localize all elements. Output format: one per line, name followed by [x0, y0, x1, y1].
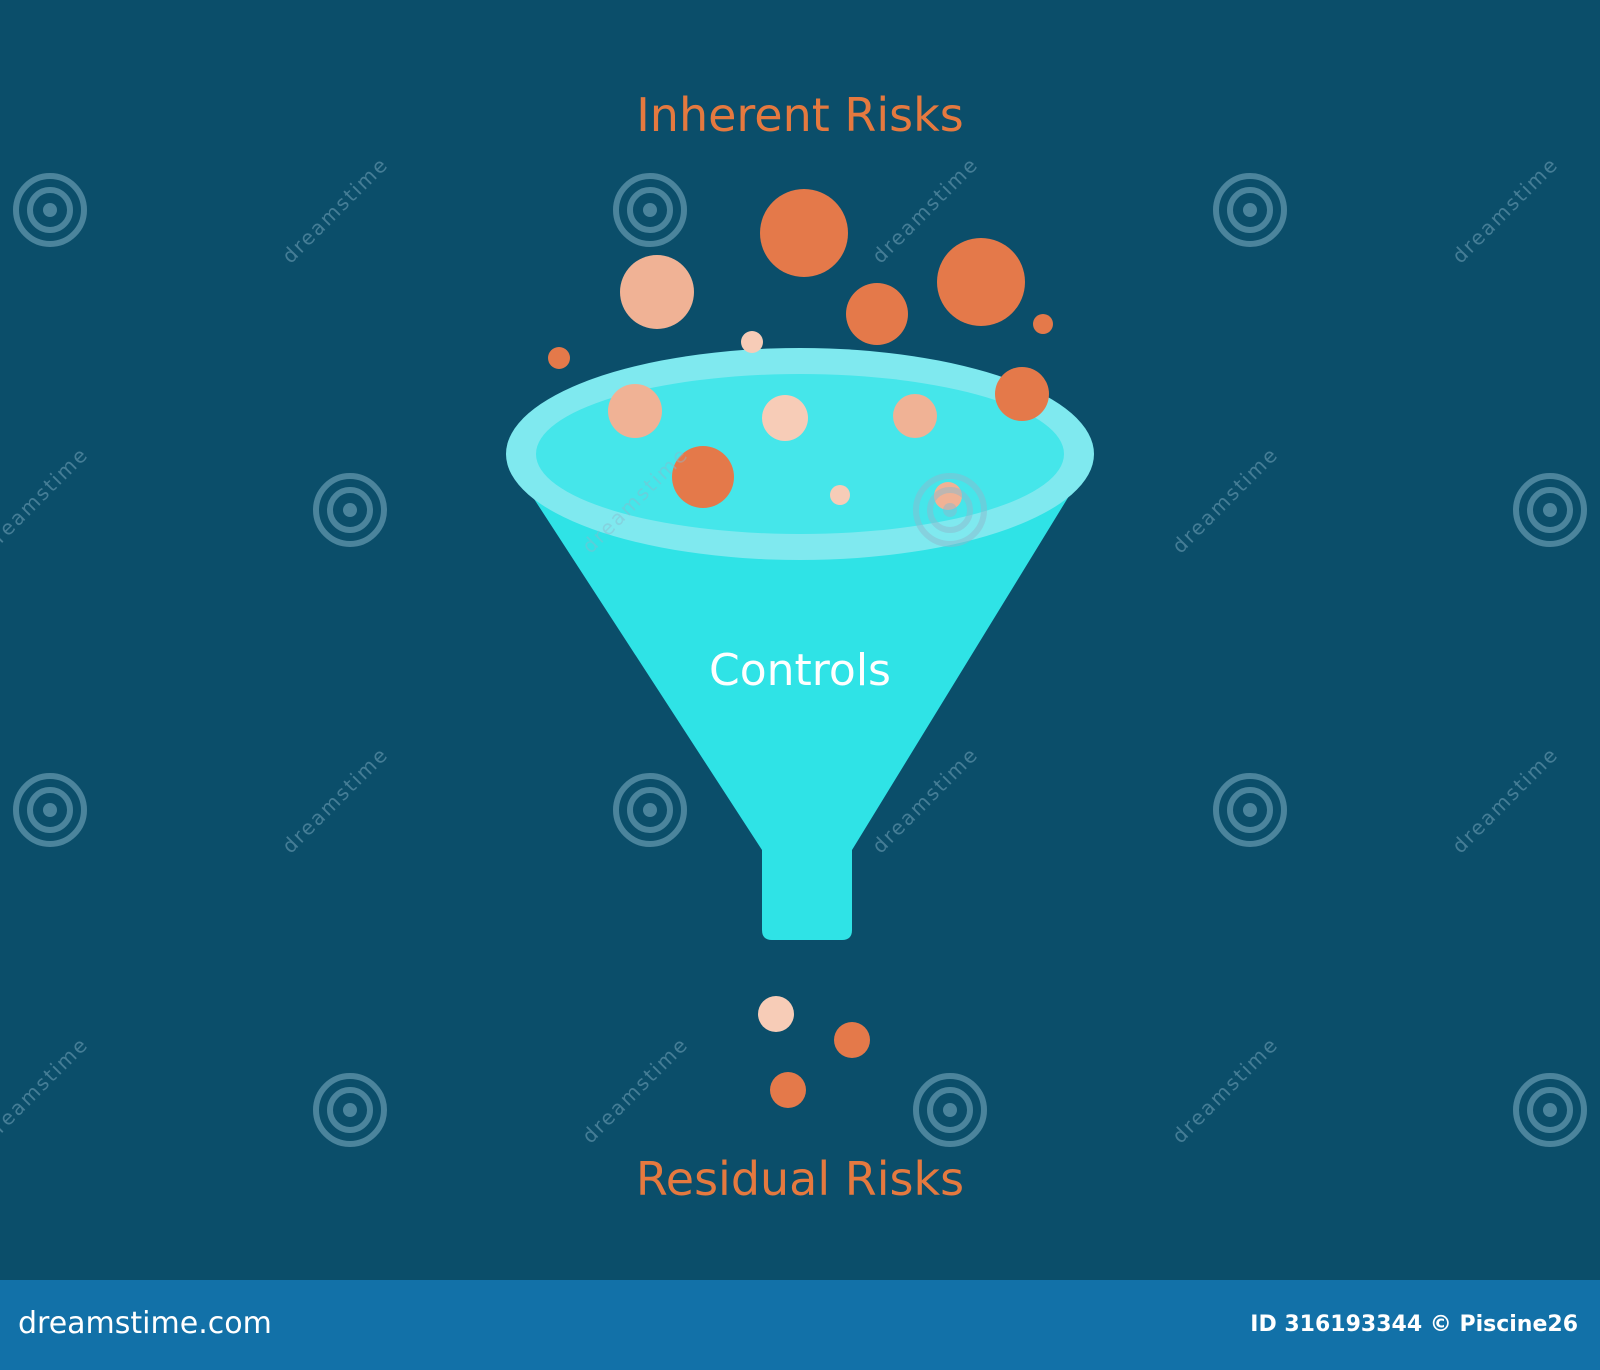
inherent-risks-label: Inherent Risks	[636, 88, 964, 142]
inherent-risk-dot	[846, 283, 908, 345]
inherent-risk-dot	[608, 384, 662, 438]
footer-bar: dreamstime.com ID 316193344 © Piscine26	[0, 1280, 1600, 1370]
risk-dots-group	[548, 189, 1053, 1108]
image-credit: ID 316193344 © Piscine26	[1250, 1312, 1578, 1337]
inherent-risk-dot	[760, 189, 848, 277]
residual-risk-dot	[770, 1072, 806, 1108]
funnel-diagram	[506, 189, 1094, 1108]
inherent-risk-dot	[741, 331, 763, 353]
inherent-risk-dot	[548, 347, 570, 369]
residual-risk-dot	[834, 1022, 870, 1058]
controls-label: Controls	[709, 645, 891, 696]
inherent-risk-dot	[1033, 314, 1053, 334]
inherent-risk-dot	[762, 395, 808, 441]
inherent-risk-dot	[672, 446, 734, 508]
inherent-risk-dot	[893, 394, 937, 438]
inherent-risk-dot	[995, 367, 1049, 421]
residual-risk-dot	[758, 996, 794, 1032]
funnel-body	[512, 465, 1088, 940]
inherent-risk-dot	[620, 255, 694, 329]
footer-logo[interactable]: dreamstime.com	[18, 1306, 272, 1341]
diagram-canvas: Inherent Risks Controls Residual Risks d…	[0, 88, 1587, 1206]
residual-risks-label: Residual Risks	[635, 1152, 965, 1206]
inherent-risk-dot	[830, 485, 850, 505]
inherent-risk-dot	[937, 238, 1025, 326]
inherent-risk-dot	[934, 482, 962, 510]
